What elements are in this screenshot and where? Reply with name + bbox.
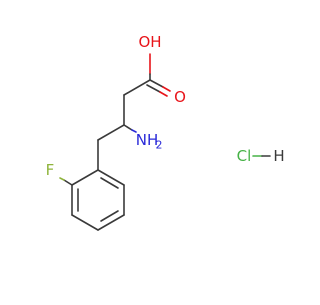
bond-c3-c4 xyxy=(97,124,125,141)
bond-c3-n xyxy=(123,124,133,131)
hydroxyl-label: OH xyxy=(138,33,161,51)
bond-c3-n-colored xyxy=(131,129,137,133)
amine-h-count: 2 xyxy=(156,139,163,152)
structure-canvas: OH O NH 2 F Cl H xyxy=(46,33,285,231)
ring-inner-bond-2 xyxy=(100,210,119,222)
bond-c-o-double-a2 xyxy=(162,86,171,92)
carbonyl-oxygen-label: O xyxy=(174,88,186,106)
amine-label: NH xyxy=(136,131,159,149)
bond-c1-c2 xyxy=(123,79,151,96)
fluorine-label: F xyxy=(46,161,55,179)
bond-c-o-double-b2 xyxy=(159,91,168,97)
ring-inner-bond-1 xyxy=(100,177,119,189)
bond-c-o-double-a xyxy=(149,79,164,88)
ring-bond-6 xyxy=(71,169,99,186)
ring-bond-3 xyxy=(97,214,125,231)
bond-c-f xyxy=(63,179,73,186)
bond-c-o-double-b xyxy=(146,84,161,93)
ring-bond-4 xyxy=(71,214,99,231)
chlorine-label: Cl xyxy=(237,147,252,165)
ring-bond-1 xyxy=(97,169,125,186)
bond-c-f-colored xyxy=(59,177,65,181)
molecule-drawing: OH O NH 2 F Cl H xyxy=(46,33,285,231)
hydrogen-label: H xyxy=(273,147,284,165)
